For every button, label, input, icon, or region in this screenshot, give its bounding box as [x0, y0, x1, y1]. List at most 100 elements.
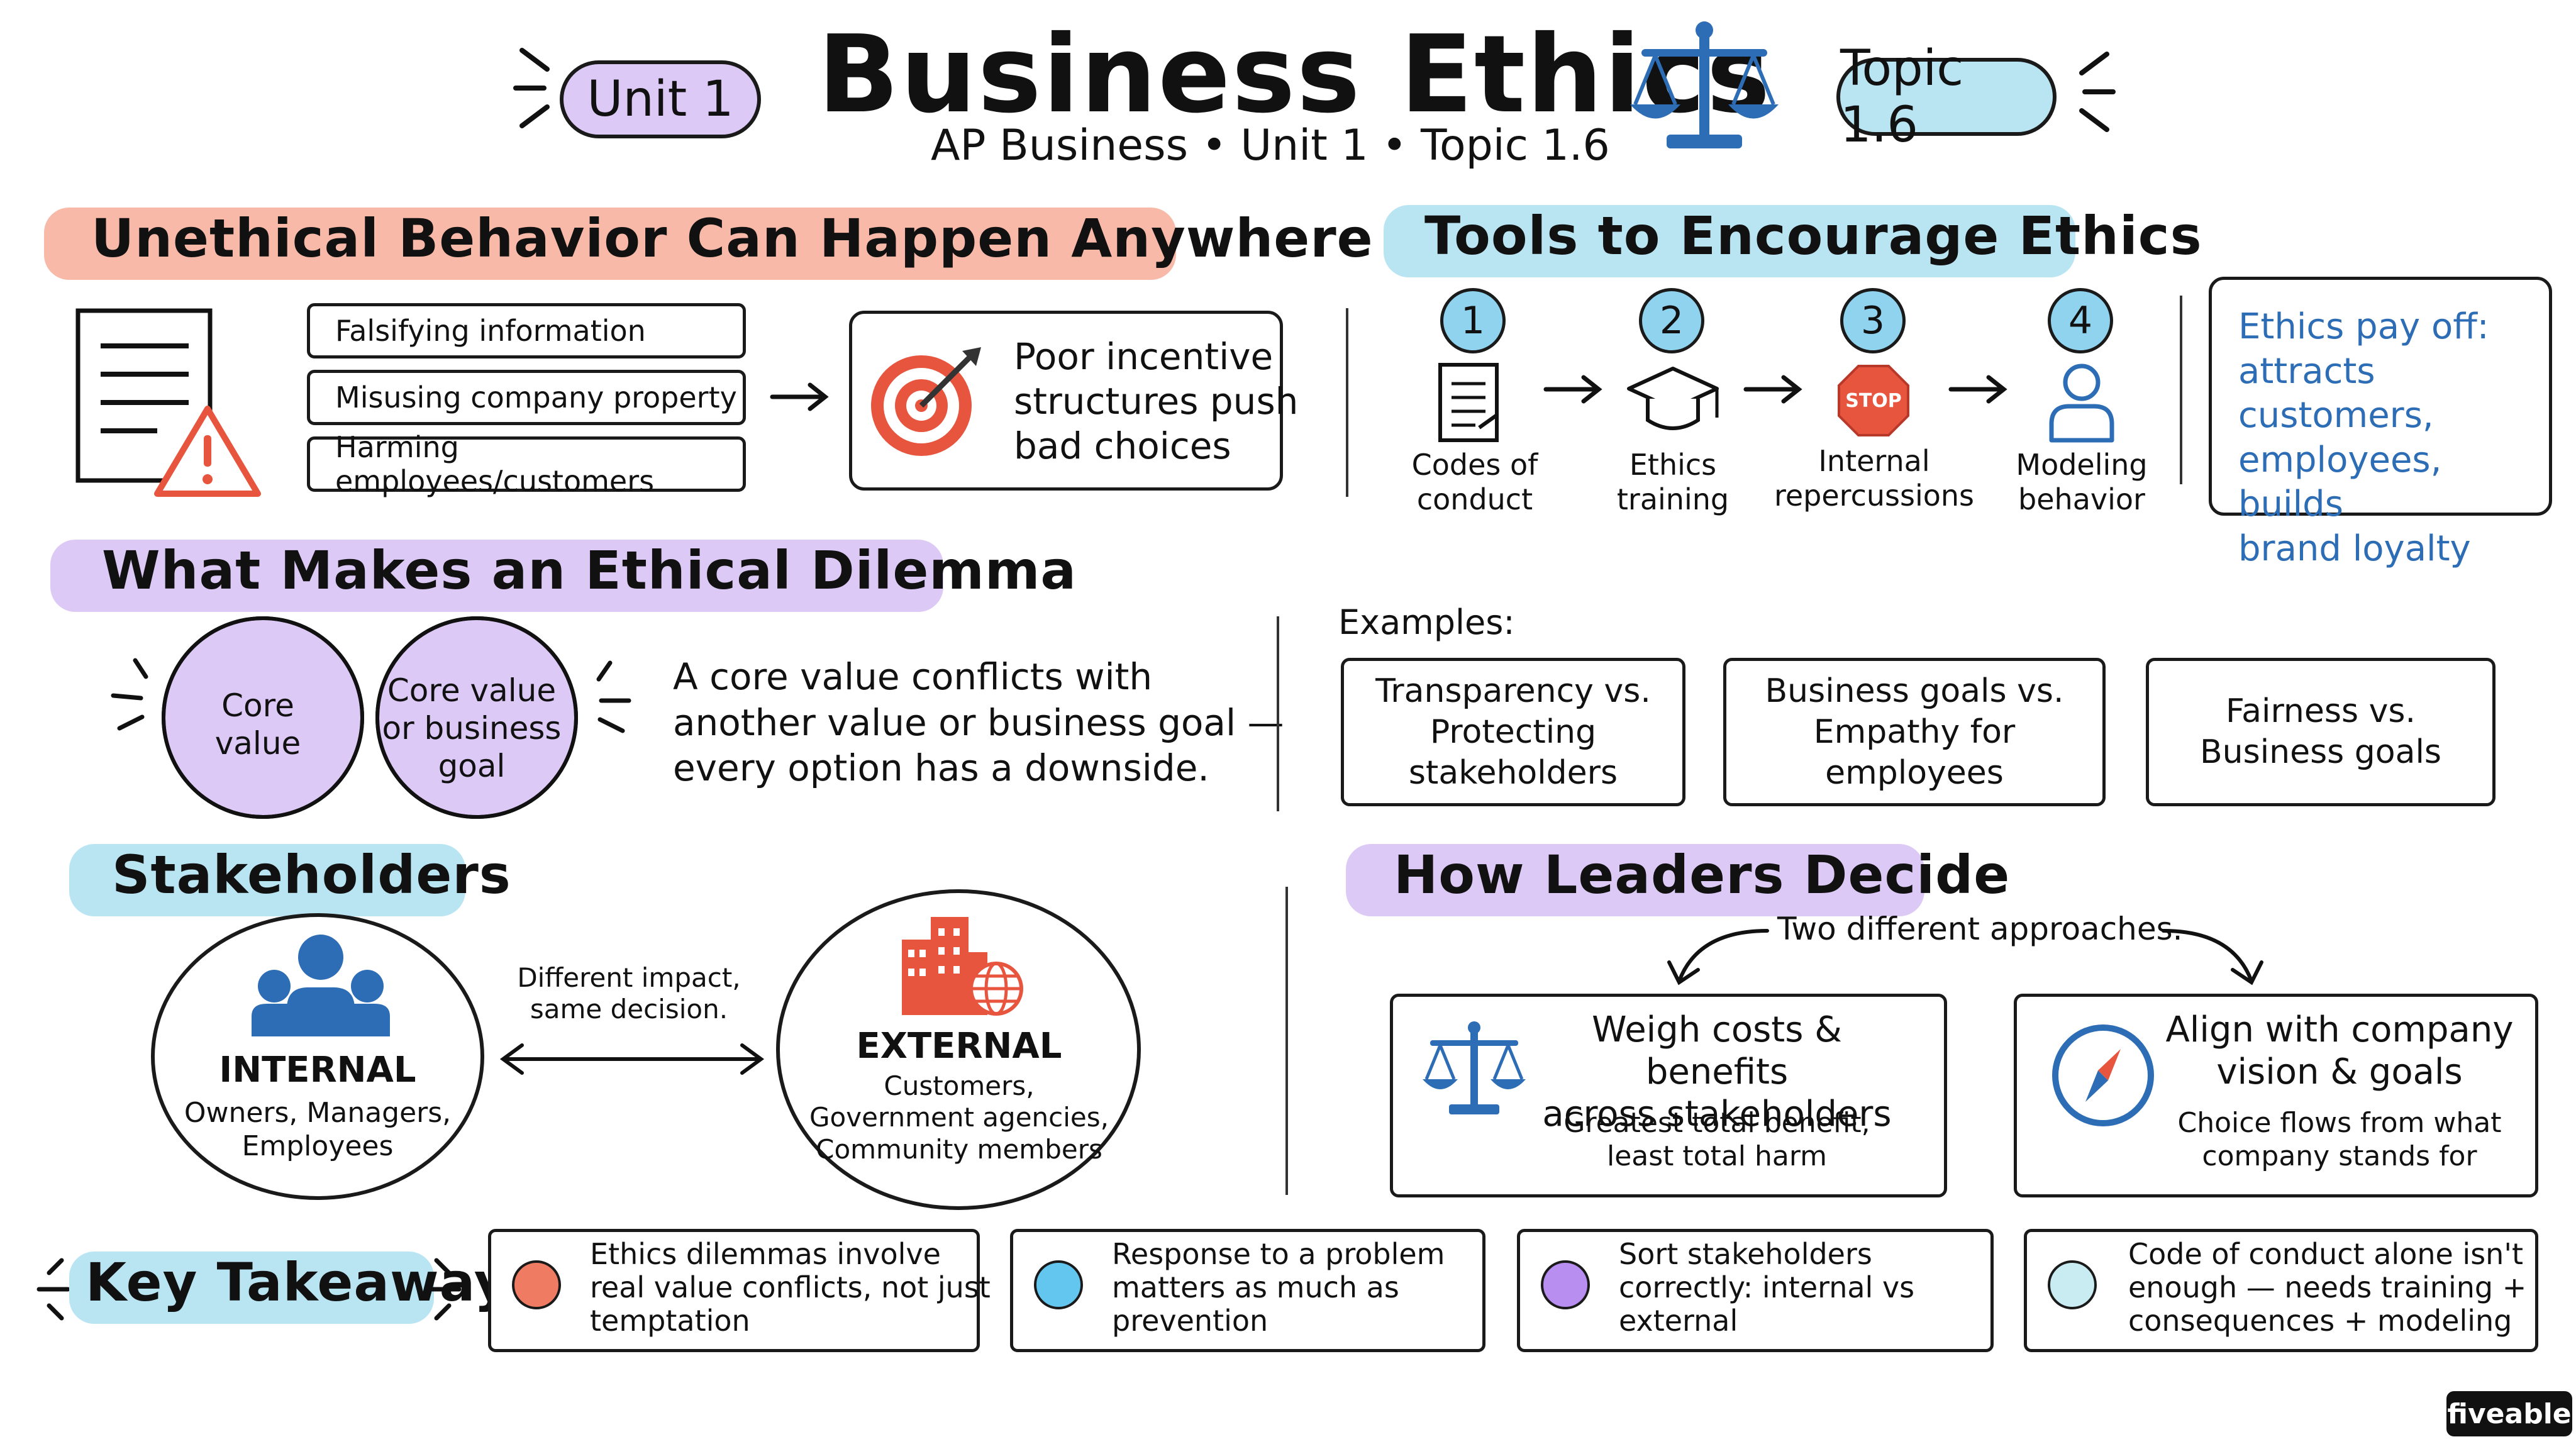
dilemma-description: A core value conflicts with another valu… [673, 654, 1284, 791]
divider [1285, 887, 1288, 1195]
internal-circle [151, 913, 484, 1200]
takeaway-text: Ethics dilemmas involve real value confl… [590, 1238, 991, 1338]
unethical-highlight [44, 208, 1176, 280]
step-label: Codes of conduct [1384, 448, 1566, 517]
internal-desc: Owners, Managers, Employees [164, 1097, 472, 1163]
takeaway-line: Ethics dilemmas involve [590, 1237, 941, 1271]
takeaway-card [2024, 1229, 2538, 1352]
venn-line: value [214, 725, 301, 762]
step-label: Internal repercussions [1774, 444, 1975, 513]
takeaway-line: temptation [590, 1303, 750, 1338]
dilemma-line: every option has a downside. [673, 747, 1209, 789]
example-line: employees [1825, 753, 2004, 792]
example-line: Business goals [2199, 733, 2442, 771]
takeaways-heading: Key Takeaways [86, 1252, 541, 1313]
arrow-right-icon [1743, 375, 1802, 404]
double-arrow-icon [499, 1043, 765, 1075]
internal-line: Owners, Managers, [184, 1097, 452, 1129]
sparkle-icon [596, 660, 631, 733]
approach-line: Greatest total benefit, [1563, 1107, 1870, 1139]
step-number: 1 [1440, 288, 1506, 353]
leaders-highlight [1346, 844, 1924, 916]
internal-line: Employees [242, 1130, 394, 1162]
payoff-line: employees, builds [2238, 439, 2442, 525]
dilemma-heading: What Makes an Ethical Dilemma [102, 540, 1077, 601]
arrow-right-icon [1948, 375, 2007, 404]
approach-line: Align with company [2165, 1009, 2514, 1050]
takeaway-dot-icon [2048, 1260, 2097, 1309]
payoff-line: attracts customers, [2238, 350, 2434, 436]
approach-line: Choice flows from what [2177, 1107, 2502, 1139]
unethical-heading: Unethical Behavior Can Happen Anywhere [91, 208, 1374, 269]
takeaway-text: Code of conduct alone isn't enough — nee… [2128, 1238, 2526, 1338]
tools-highlight [1384, 205, 2075, 277]
sparkle-icon [428, 1258, 462, 1321]
takeaway-line: enough — needs training + [2128, 1270, 2527, 1304]
unethical-item: Harming employees/customers [307, 430, 746, 498]
step-label-line: training [1616, 482, 1729, 517]
payoff-line: Ethics pay off: [2238, 306, 2489, 347]
approaches-text: Two different approaches. [1777, 911, 2183, 947]
sparkle-left-icon [513, 48, 550, 128]
incentive-line: structures push [1014, 379, 1299, 423]
people-group-icon [252, 935, 390, 1036]
arrow-curve-right-icon [2162, 929, 2263, 985]
person-icon [2049, 364, 2114, 443]
sparkle-right-icon [2079, 52, 2116, 132]
page-subtitle: AP Business • Unit 1 • Topic 1.6 [931, 121, 1610, 170]
takeaway-line: prevention [1112, 1303, 1269, 1338]
target-icon [871, 347, 981, 456]
impact-line: same decision. [530, 994, 728, 1025]
document-warning-icon [75, 308, 261, 497]
venn-line: Core [221, 687, 294, 724]
divider [1346, 308, 1348, 497]
arrow-right-icon [770, 382, 829, 411]
takeaways-highlight [69, 1252, 434, 1324]
example-card: Business goals vs. Empathy for employees [1723, 658, 2106, 806]
step-label-line: repercussions [1774, 479, 1975, 513]
sparkle-icon [36, 1258, 70, 1321]
stakeholders-highlight [69, 844, 465, 916]
takeaway-line: consequences + modeling [2128, 1303, 2512, 1338]
graduation-cap-icon [1627, 367, 1719, 430]
external-desc: Customers, Government agencies, Communit… [786, 1070, 1132, 1165]
arrow-curve-left-icon [1667, 929, 1769, 985]
takeaway-dot-icon [512, 1260, 561, 1309]
example-card: Fairness vs. Business goals [2146, 658, 2496, 806]
dilemma-line: A core value conflicts with [673, 655, 1153, 698]
brand-logo[interactable]: fiveable [2446, 1391, 2572, 1436]
page-title: Business Ethics [818, 13, 1772, 137]
takeaway-line: real value conflicts, not just [590, 1270, 991, 1304]
step-number: 3 [1840, 288, 1906, 353]
external-line: Customers, [884, 1070, 1035, 1101]
step-number: 4 [2048, 288, 2113, 353]
approach-line: vision & goals [2216, 1052, 2463, 1093]
approach-line: least total harm [1606, 1140, 1828, 1172]
takeaway-dot-icon [1541, 1260, 1590, 1309]
takeaway-line: external [1619, 1303, 1738, 1338]
external-line: Government agencies, [809, 1102, 1109, 1133]
step-label: Ethics training [1591, 448, 1755, 517]
step-label-line: Modeling [2016, 448, 2148, 482]
step-label-line: conduct [1416, 482, 1533, 517]
stop-sign-icon: STOP [1836, 364, 1911, 438]
stakeholders-heading: Stakeholders [112, 844, 511, 906]
venn-left-label: Core value [189, 687, 327, 762]
dilemma-highlight [50, 540, 943, 612]
venn-line: goal [438, 748, 506, 784]
takeaway-card [1010, 1229, 1485, 1352]
takeaway-card [1517, 1229, 1994, 1352]
payoff-line: brand loyalty [2238, 528, 2471, 569]
dilemma-line: another value or business goal — [673, 701, 1284, 744]
scale-icon [1423, 1021, 1526, 1114]
external-line: Community members [816, 1133, 1102, 1165]
takeaway-line: Response to a problem [1112, 1237, 1445, 1271]
example-line: Business goals vs. [1765, 672, 2064, 710]
incentive-line: Poor incentive [1014, 335, 1274, 378]
leaders-heading: How Leaders Decide [1394, 844, 2011, 906]
example-line: stakeholders [1408, 753, 1618, 792]
takeaway-card [488, 1229, 980, 1352]
unethical-item: Falsifying information [307, 303, 746, 358]
step-number: 2 [1639, 288, 1704, 353]
compass-icon [2052, 1024, 2154, 1126]
